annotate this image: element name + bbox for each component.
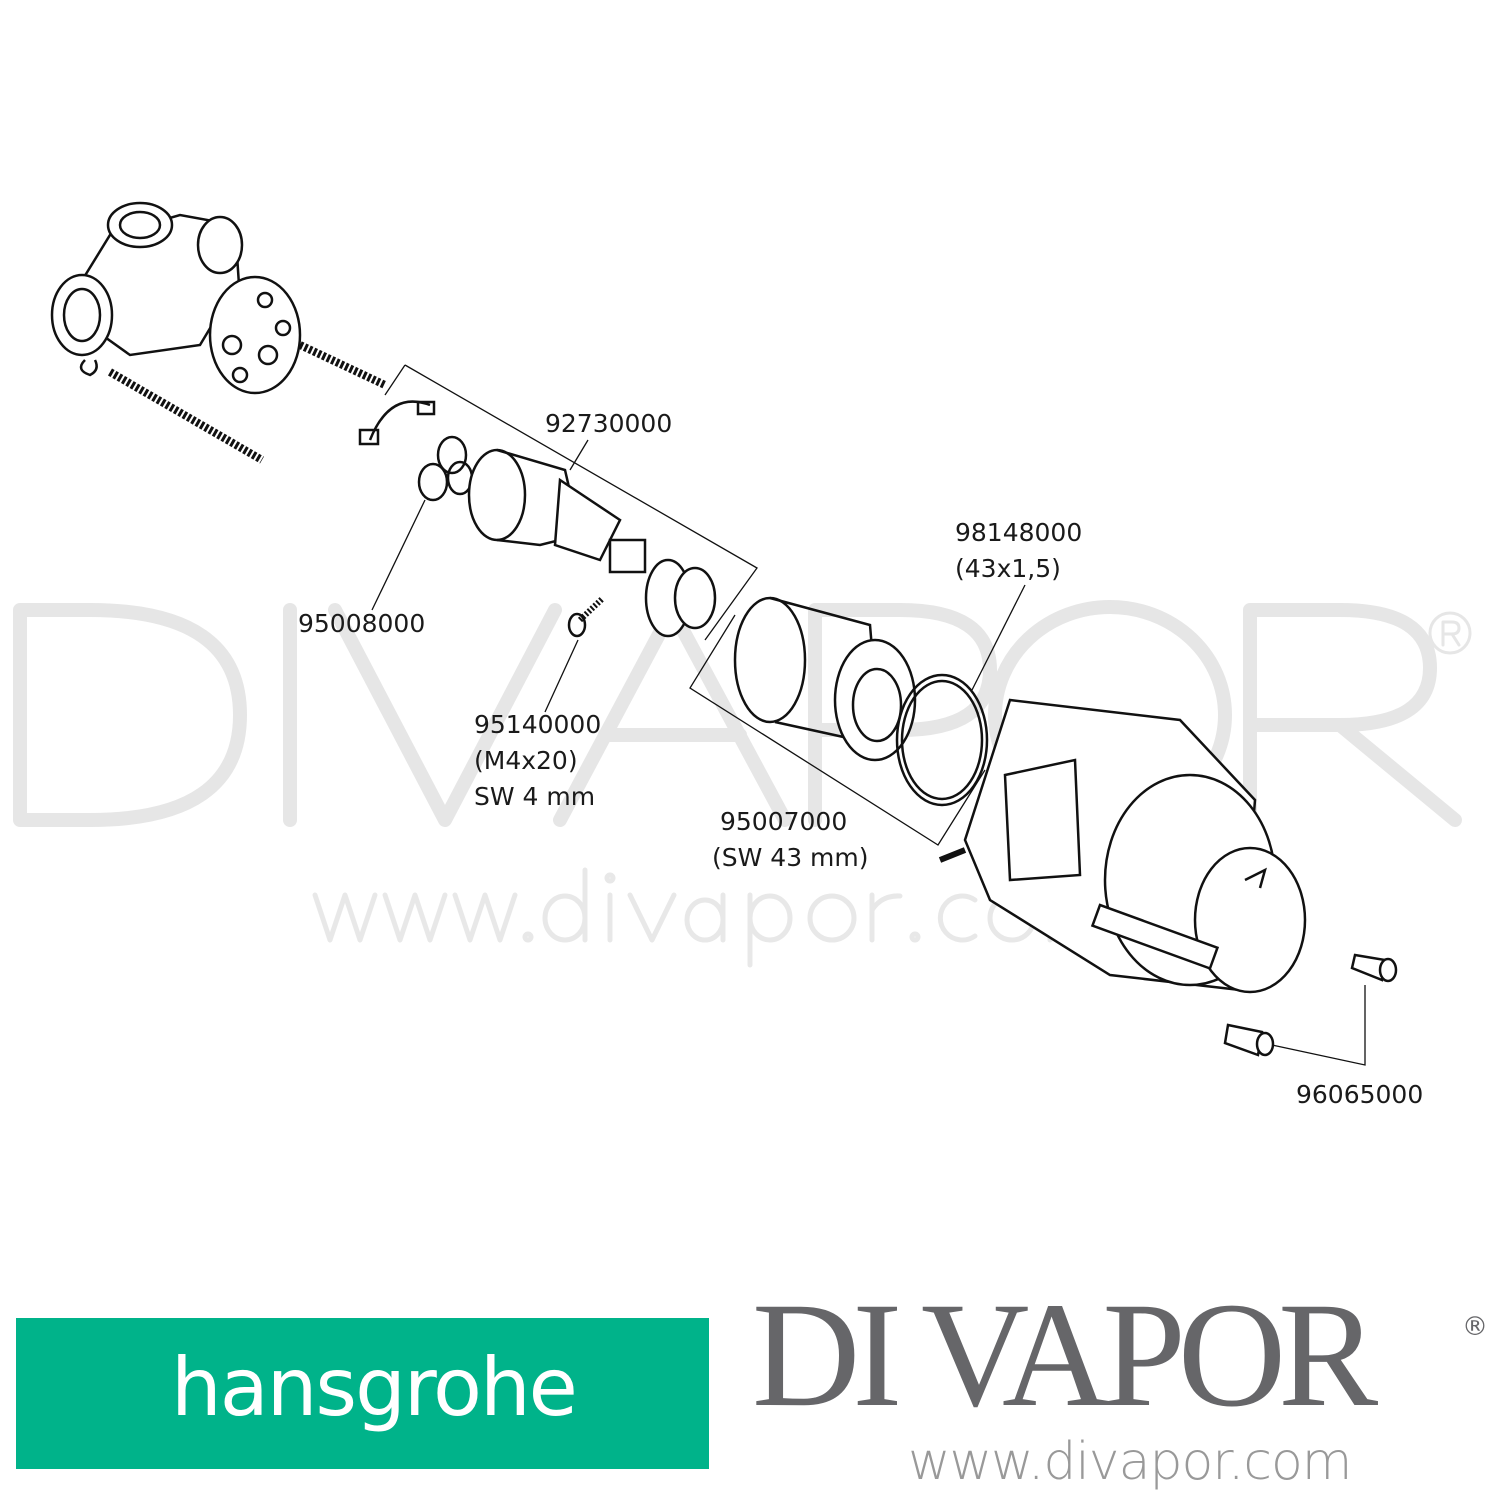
bracket-92730000 xyxy=(404,364,758,641)
label-96065000: 96065000 xyxy=(1296,1077,1423,1113)
label-95140000: 95140000 (M4x20) SW 4 mm xyxy=(474,707,601,815)
nut xyxy=(644,558,717,638)
part-spec: (43x1,5) xyxy=(955,554,1061,583)
part-number: 95008000 xyxy=(298,609,426,638)
part-spec: (SW 43 mm) xyxy=(712,843,869,872)
sleeve-95007000 xyxy=(733,596,917,762)
exploded-view xyxy=(50,201,1398,1066)
label-92730000: 92730000 xyxy=(545,406,672,442)
label-95008000: 95008000 xyxy=(298,606,425,642)
cartridge-92730000 xyxy=(467,448,647,574)
threaded-rods xyxy=(107,341,387,464)
label-98148000: 98148000 (43x1,5) xyxy=(955,515,1082,587)
leader-98148000 xyxy=(971,584,1026,691)
leader-lines xyxy=(371,364,1366,1066)
watermark-registered xyxy=(1428,611,1472,655)
divapor-registered: ® xyxy=(1462,1312,1488,1342)
bracket-95007000 xyxy=(689,614,986,846)
leader-92730000 xyxy=(569,439,589,471)
part-number: 96065000 xyxy=(1296,1080,1424,1109)
hansgrohe-logo: hansgrohe xyxy=(16,1318,709,1469)
divapor-logo: DI VAPOR xyxy=(752,1272,1378,1438)
label-95007000: 95007000 (SW 43 mm) xyxy=(712,804,869,876)
leader-95008000 xyxy=(371,499,426,611)
part-number: 95007000 xyxy=(720,807,848,836)
leader-95140000 xyxy=(544,639,579,713)
valve-body xyxy=(50,201,302,395)
pins-96065000 xyxy=(1223,953,1398,1057)
divapor-url: www.divapor.com xyxy=(908,1432,1352,1492)
clip xyxy=(358,400,436,446)
part-number: 98148000 xyxy=(955,518,1083,547)
part-spec: (M4x20) xyxy=(474,746,578,775)
o-ring-98148000 xyxy=(895,673,989,807)
part-number: 92730000 xyxy=(545,409,673,438)
seal-95008000 xyxy=(417,435,474,502)
part-spec: SW 4 mm xyxy=(474,782,596,811)
screw-95140000 xyxy=(567,595,606,638)
hansgrohe-logo-text: hansgrohe xyxy=(171,1341,578,1434)
part-number: 95140000 xyxy=(474,710,602,739)
leader-96065000 xyxy=(1271,985,1366,1066)
handle-housing xyxy=(938,698,1307,994)
